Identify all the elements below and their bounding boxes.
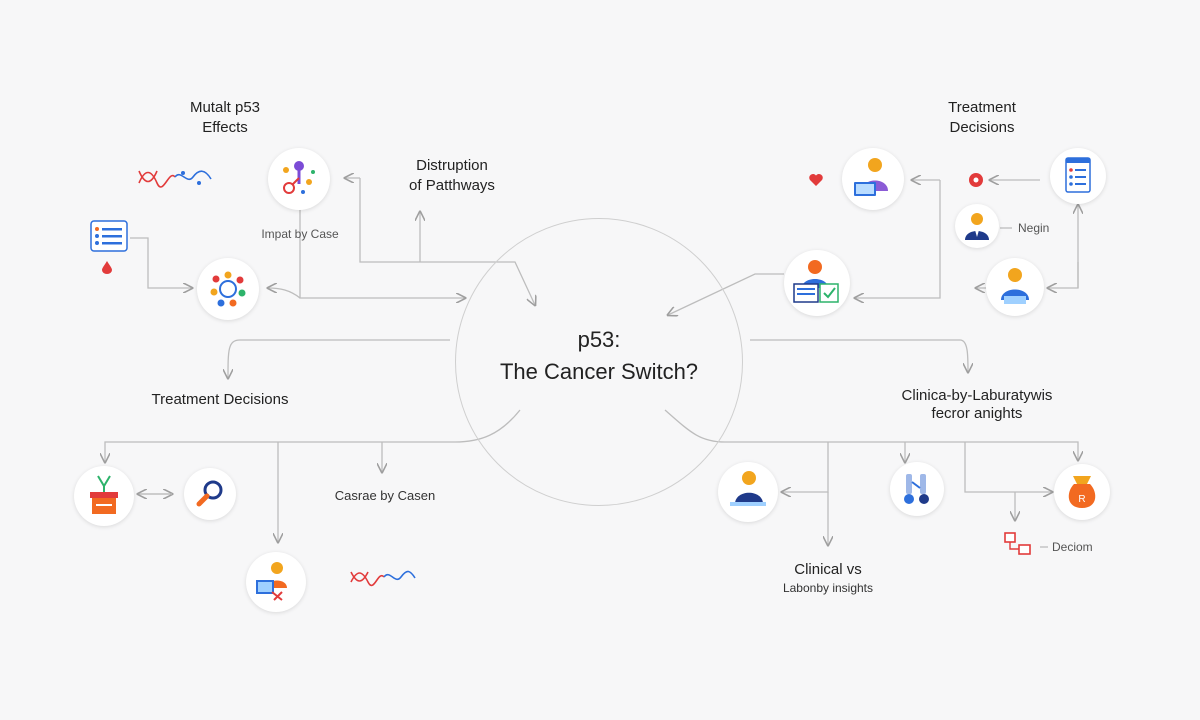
heart-icon: [808, 173, 824, 187]
doctor-icon: [955, 204, 999, 248]
case-by-case-label: Casrae by Casen: [334, 488, 436, 503]
treatment-decisions-left-label: Treatment Decisions: [151, 391, 289, 408]
clinical-right-label-line2: fecror anights: [931, 405, 1023, 422]
clinical-bottom-label-line1: Clinical vs: [794, 561, 862, 578]
mutant-p53-label-line2: Effects: [202, 119, 248, 136]
dna-icon: [135, 165, 215, 189]
svg-text:R: R: [1078, 494, 1085, 505]
clinical-right-label-line1: Clinica-by-Laburatywis: [901, 387, 1053, 404]
blood-drop-icon: [101, 260, 113, 274]
negin-label: Negin: [1018, 221, 1050, 235]
protein-network-icon: [197, 258, 259, 320]
record-icon: [968, 172, 984, 188]
disruption-label-line2: of Patthways: [409, 177, 495, 194]
podium-icon: [74, 466, 134, 526]
dna-icon: [348, 566, 418, 588]
doctor-desk-icon: [784, 250, 850, 316]
clinical-bottom-label-line2: Labonby insights: [782, 581, 874, 595]
checklist-icon: [1050, 148, 1106, 204]
treatment-decisions-right-line2: Decisions: [949, 119, 1015, 136]
molecule-icon: [268, 148, 330, 210]
doctor-laptop-icon: [842, 148, 904, 210]
disruption-label-line1: Distruption: [416, 157, 488, 174]
document-list-icon: [90, 220, 128, 252]
clinician-icon: [718, 462, 778, 522]
impact-by-case-label: Impat by Case: [261, 227, 339, 241]
central-title-line1: p53:: [577, 327, 621, 352]
central-title-line2: The Cancer Switch?: [499, 359, 699, 384]
flowchart-icon: [1004, 532, 1032, 556]
researcher-icon: [246, 552, 306, 612]
mutant-p53-label-line1: Mutalt p53: [189, 99, 261, 116]
magnifier-icon: [184, 468, 236, 520]
doctor-review-icon: [986, 258, 1044, 316]
decision-label: Deciom: [1052, 540, 1093, 554]
treatment-decisions-right-line1: Treatment: [948, 99, 1016, 116]
pill-bag-icon: R: [1054, 464, 1110, 520]
lab-flasks-icon: [890, 462, 944, 516]
central-topic-circle: p53: The Cancer Switch?: [455, 218, 743, 506]
